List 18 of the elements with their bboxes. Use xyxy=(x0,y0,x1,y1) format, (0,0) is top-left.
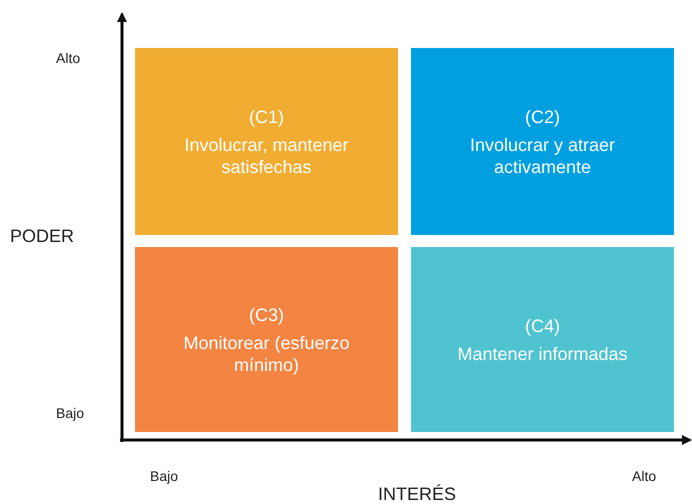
quadrant-box xyxy=(135,48,398,235)
axis-tick-label: Bajo xyxy=(150,468,178,484)
quadrant-label: Involucrar y atraer activamente xyxy=(468,134,616,178)
quadrant-box xyxy=(411,247,674,432)
quadrant-label: Involucrar, mantener satisfechas xyxy=(183,134,350,178)
quadrant-label: Mantener informadas xyxy=(457,342,628,364)
quadrant-code: (C3) xyxy=(249,304,284,326)
quadrant-code: (C2) xyxy=(525,106,560,128)
axis-title: PODER xyxy=(10,226,74,247)
axis-tick-label: Bajo xyxy=(56,405,84,421)
quadrant-code: (C1) xyxy=(249,106,284,128)
quadrant-box xyxy=(411,48,674,235)
quadrant-code: (C4) xyxy=(525,314,560,336)
axis-title: INTERÉS xyxy=(378,484,456,504)
quadrant-label: Monitorear (esfuerzo mínimo) xyxy=(182,332,351,376)
quadrant-box xyxy=(135,247,398,432)
axis-tick-label: Alto xyxy=(632,468,656,484)
axis-tick-label: Alto xyxy=(56,50,80,66)
